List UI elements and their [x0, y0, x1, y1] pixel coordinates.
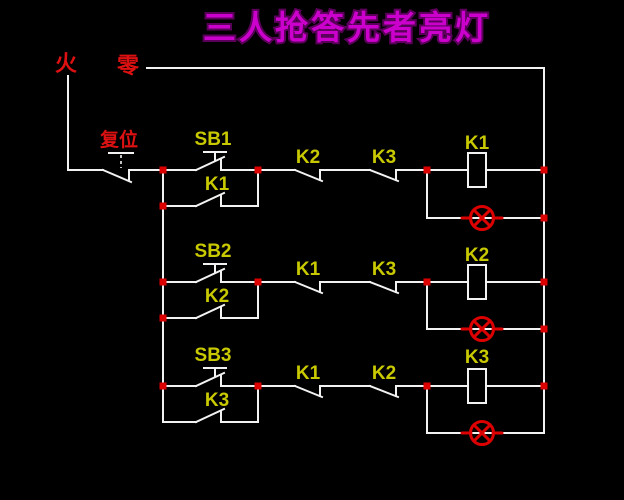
sb3-button — [194, 367, 227, 388]
row2-interlock-b-label: K3 — [372, 259, 396, 280]
sb1-button — [194, 151, 227, 172]
reset-label: 复位 — [99, 128, 138, 151]
k2-latch-contact — [194, 303, 226, 320]
lamp-3 — [460, 420, 504, 446]
k1-coil-label: K1 — [465, 133, 490, 154]
k3-latch-label: K3 — [205, 390, 229, 411]
k1-latch-contact — [194, 191, 226, 208]
k2-latch-label: K2 — [205, 286, 229, 307]
k2-coil-label: K2 — [465, 245, 489, 266]
k2-interlock-contact-row3 — [368, 384, 400, 399]
k1-interlock-contact-row3 — [293, 384, 324, 399]
sb2-label: SB2 — [195, 241, 232, 262]
k1-interlock-contact-row2 — [293, 280, 324, 295]
k3-interlock-contact-row2 — [368, 280, 400, 295]
k3-coil — [467, 368, 487, 404]
live-wire-label: 火 — [55, 51, 77, 76]
reset-nc-contact — [101, 168, 133, 184]
sb1-label: SB1 — [195, 129, 232, 150]
row1-interlock-a-label: K2 — [296, 147, 320, 168]
junction-dots — [159, 166, 548, 390]
sb2-button — [194, 263, 227, 284]
k1-coil — [467, 152, 487, 188]
sb3-label: SB3 — [195, 345, 232, 366]
k3-coil-label: K3 — [465, 347, 489, 368]
lamp-2 — [460, 316, 504, 342]
row3-interlock-b-label: K2 — [372, 363, 396, 384]
reset-button — [67, 152, 164, 184]
page-title: 三人抢答先者亮灯 — [203, 9, 491, 46]
k3-interlock-contact-row1 — [368, 168, 400, 183]
k3-latch-contact — [194, 407, 226, 424]
neutral-wire-label: 零 — [116, 53, 140, 78]
k2-coil — [467, 264, 487, 300]
k2-interlock-contact-row1 — [293, 168, 324, 183]
row1-interlock-b-label: K3 — [372, 147, 396, 168]
rung-row-2: SB2 K2 K1 K3 K2 — [162, 241, 545, 342]
row2-wires — [162, 281, 545, 330]
power-buses — [67, 67, 545, 434]
row2-interlock-a-label: K1 — [296, 259, 321, 280]
row3-interlock-a-label: K1 — [296, 363, 321, 384]
rung-row-3: SB3 K3 K1 K2 K3 — [162, 345, 545, 446]
rung-row-1: SB1 K1 K2 K3 K1 — [162, 129, 545, 231]
row3-wires — [162, 385, 545, 434]
row1-wires — [162, 169, 545, 219]
k1-latch-label: K1 — [205, 174, 230, 195]
lamp-1 — [460, 205, 504, 231]
